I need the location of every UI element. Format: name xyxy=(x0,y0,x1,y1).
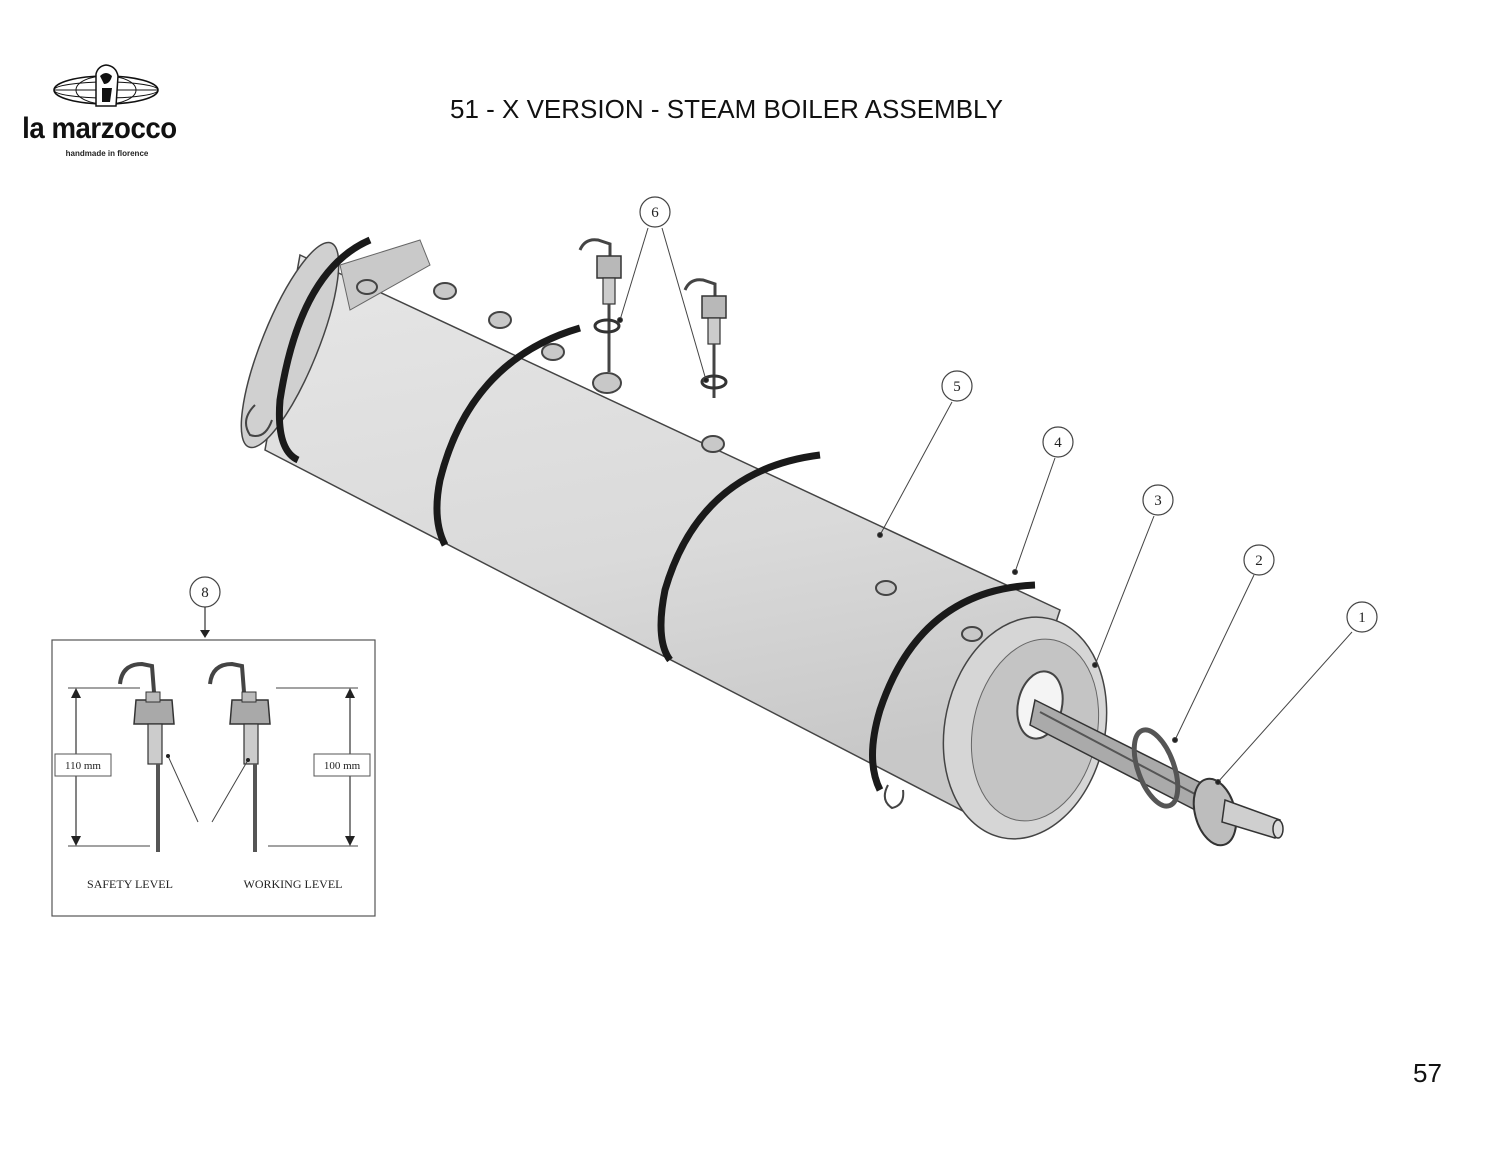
dimension-100mm: 100 mm xyxy=(324,760,361,772)
callout-4-circle xyxy=(1042,426,1074,458)
brand-tagline: handmade in florence xyxy=(65,149,149,158)
page-number: 57 xyxy=(1413,1058,1442,1088)
callout-2: 2 xyxy=(1255,553,1263,569)
callout-6-circle xyxy=(639,196,671,228)
page-title: 51 - X VERSION - STEAM BOILER ASSEMBLY xyxy=(450,94,1003,124)
callout-1: 1 xyxy=(1358,610,1366,626)
callout-5-circle xyxy=(941,370,973,402)
safety-level-label: SAFETY LEVEL xyxy=(87,877,173,891)
band-2 xyxy=(433,324,581,547)
callout-3: 3 xyxy=(1154,493,1162,509)
brand-name: la marzocco xyxy=(22,112,177,145)
working-level-label: WORKING LEVEL xyxy=(244,877,343,891)
level-probe-right xyxy=(683,278,728,398)
callout-8: 8 xyxy=(201,585,209,601)
callout-2-circle xyxy=(1243,544,1275,576)
band-1 xyxy=(275,236,372,464)
callout-1-circle xyxy=(1346,601,1378,633)
probe-detail-box: 110 mm 100 mm SAFETY LEVEL WORKING LEVEL xyxy=(51,639,376,917)
gasket xyxy=(1131,727,1181,809)
callout-4: 4 xyxy=(1054,435,1062,451)
globe-lion-logo-icon xyxy=(53,64,159,107)
dimension-110mm: 110 mm xyxy=(65,760,101,772)
brand-logo: la marzocco handmade in florence xyxy=(12,62,202,162)
callout-5: 5 xyxy=(953,379,961,395)
band-4 xyxy=(869,581,1036,792)
band-3 xyxy=(657,451,821,663)
steam-boiler-body xyxy=(240,236,1108,840)
callout-3-circle xyxy=(1142,484,1174,516)
safety-level-probe xyxy=(118,661,175,852)
element-nut xyxy=(1192,777,1284,847)
working-level-probe xyxy=(208,661,271,852)
callout-6: 6 xyxy=(651,205,659,221)
level-probe-left xyxy=(578,238,622,372)
